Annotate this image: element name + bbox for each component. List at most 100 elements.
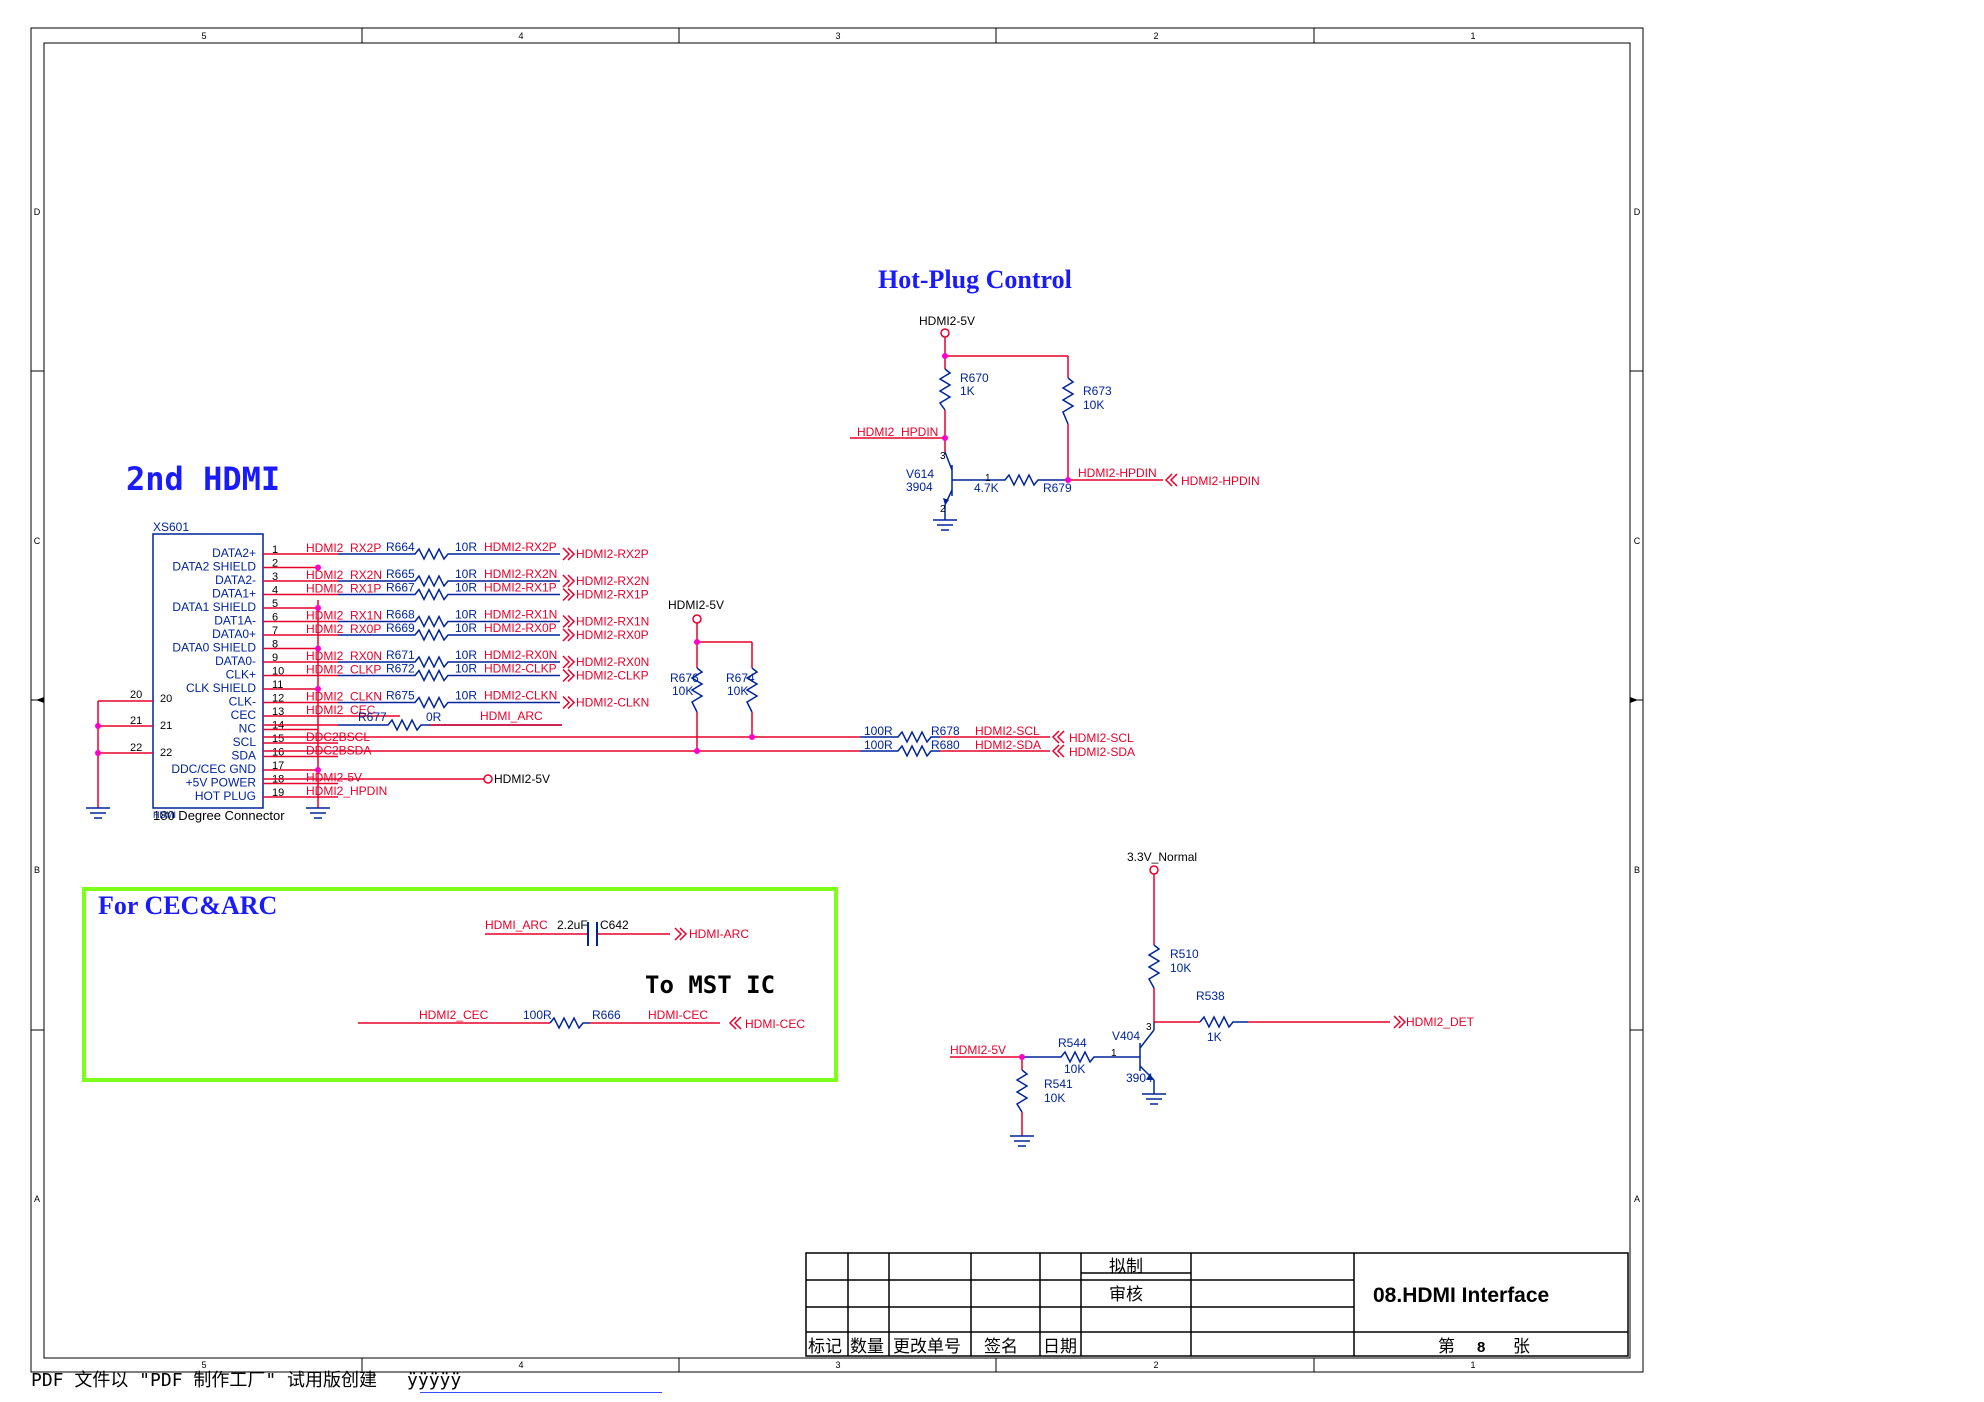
pin-number: 15 — [272, 733, 284, 745]
emitter-arrow — [1147, 1074, 1154, 1080]
shield-junctions — [315, 564, 321, 773]
port-arrow — [1164, 473, 1178, 487]
ref-label: R674 — [726, 671, 755, 685]
pin-name: NC — [239, 722, 257, 736]
value-label: 10R — [455, 648, 477, 662]
header-mark: 标记 — [808, 1337, 842, 1356]
pin-name: DATA2+ — [212, 546, 256, 560]
junction-dot — [315, 767, 321, 773]
pin-number: 1 — [1111, 1048, 1117, 1059]
pin-net: HDMI2_CLKP — [306, 663, 381, 677]
resistor-r676 — [690, 667, 704, 713]
pin-name: SDA — [231, 749, 256, 763]
col-label: 1 — [1470, 31, 1475, 41]
header-date: 日期 — [1043, 1337, 1077, 1356]
net-label: HDMI2-HPDIN — [1078, 466, 1157, 480]
ref-label: V404 — [1112, 1029, 1140, 1043]
rail-label: 3.3V_Normal — [1127, 850, 1197, 864]
port-label: HDMI2-RX0N — [576, 655, 649, 669]
title-block — [805, 1252, 1629, 1357]
value-label: 10K — [1083, 398, 1104, 412]
pin-number: 5 — [272, 598, 278, 610]
footer-link[interactable]: ÿÿÿÿÿ — [407, 1370, 462, 1391]
ref-label: R675 — [386, 689, 415, 703]
title-block-text: 拟制 审核 08.HDMI Interface 标记 数量 更改单号 签名 日期… — [808, 1257, 1549, 1356]
junction-dot — [1065, 477, 1071, 483]
ref-label: R679 — [1043, 481, 1072, 495]
value-label: 2.2uF — [557, 918, 588, 932]
pin-name: DDC/CEC GND — [171, 762, 256, 776]
ref-label: R676 — [670, 671, 699, 685]
port-arrow — [562, 574, 576, 588]
pin-number: 7 — [272, 625, 278, 637]
frame-labels: 5 4 3 2 1 5 4 3 2 1 D C B A D C B A — [34, 31, 1641, 1370]
resistor-r538 — [1199, 1015, 1248, 1029]
power-port: HDMI2-5V — [263, 772, 550, 786]
value-label: 100R — [864, 738, 893, 752]
net-label: HDMI2-CLKP — [484, 662, 557, 676]
pin-net: HDMI2_RX1P — [306, 582, 381, 596]
port-label: HDMI2-CLKN — [576, 696, 649, 710]
ground-symbol — [86, 807, 110, 819]
detect-circuit: 3.3V_Normal — [950, 850, 1475, 1147]
hotplug-title: Hot-Plug Control — [878, 265, 1072, 294]
pin-number: 1 — [272, 544, 278, 556]
pin-number: 10 — [272, 666, 284, 678]
port-label: HDMI2-SCL — [1069, 731, 1134, 745]
net-label: HDMI2-RX2N — [484, 567, 557, 581]
power-rail-symbol — [692, 614, 702, 624]
net-label: HDMI2-5V — [950, 1043, 1006, 1057]
value-label: 10R — [455, 567, 477, 581]
ref-label: R667 — [386, 581, 415, 595]
junction-dot — [315, 605, 321, 611]
pin-net: HDMI2-5V — [306, 771, 362, 785]
port-arrow — [1393, 1015, 1407, 1029]
cec-arc-subtitle: To MST IC — [645, 971, 775, 999]
junction-dot — [95, 723, 101, 729]
pin-net: HDMI2_RX2P — [306, 541, 381, 555]
row-label: C — [1634, 536, 1641, 546]
ref-label: R671 — [386, 648, 415, 662]
port-label: HDMI-CEC — [745, 1017, 805, 1031]
pin-number: 2 — [940, 504, 946, 515]
pin-number: 20 — [160, 693, 172, 705]
cec-arc-title: For CEC&ARC — [98, 891, 277, 920]
ref-label: V614 — [906, 467, 934, 481]
row-label: C — [34, 536, 41, 546]
ref-label: R538 — [1196, 989, 1225, 1003]
value-label: 10K — [1044, 1091, 1065, 1105]
resistor-symbol — [338, 695, 560, 710]
row-label: B — [34, 865, 40, 875]
port-label: HDMI2_DET — [1406, 1015, 1475, 1029]
port-arrow — [728, 1016, 742, 1030]
pin-name: DATA0+ — [212, 627, 256, 641]
net-label: HDMI2-SCL — [975, 724, 1040, 738]
net-label: HDMI2-RX1P — [484, 581, 557, 595]
part-label: 3904 — [1126, 1071, 1153, 1085]
pin-number: 1 — [985, 473, 991, 484]
ref-label: R664 — [386, 540, 415, 554]
net-label: HDMI2-RX1N — [484, 608, 557, 622]
hotplug-parts — [938, 368, 1075, 520]
col-label: 5 — [201, 31, 206, 41]
col-label: 2 — [1153, 1360, 1158, 1370]
net-label: HDMI2-RX2P — [484, 540, 557, 554]
ref-label: R670 — [960, 371, 989, 385]
connector-desc: 180 Degree Connector — [153, 808, 285, 823]
ref-label: R510 — [1170, 947, 1199, 961]
port-label: HDMI2-RX2N — [576, 574, 649, 588]
value-label: 10K — [1170, 961, 1191, 975]
pin-number: 9 — [272, 652, 278, 664]
row-label: D — [1634, 207, 1641, 217]
cec-arc-box: For CEC&ARC To MST IC HDMI_ARC 2.2uF C64… — [82, 887, 838, 1082]
pin-number: 6 — [272, 612, 278, 624]
hotplug-circuit: HDMI2-5V — [850, 314, 1260, 531]
